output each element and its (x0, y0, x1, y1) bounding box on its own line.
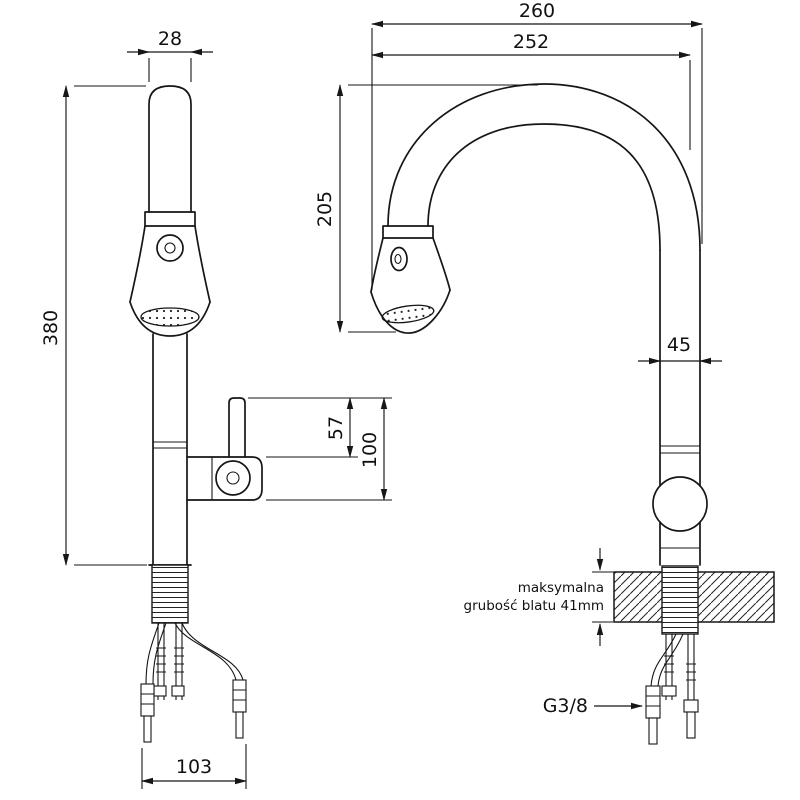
supply-hose-right (174, 622, 244, 681)
stud-tip-side (686, 711, 696, 739)
hose-tip-side (648, 717, 658, 745)
threaded-shank-hatch (152, 565, 188, 623)
dim-label-380: 380 (40, 310, 62, 346)
thread-size-label: G3/8 (543, 695, 588, 717)
dim-spout-height: 205 (314, 84, 538, 333)
stud-nut-side (661, 685, 677, 697)
connector-ribs (233, 689, 246, 701)
spray-head-cone (129, 225, 211, 303)
extension-lines (74, 85, 147, 566)
dim-handle-length: 57 (248, 397, 392, 458)
countertop-note-line1: maksymalna (518, 580, 604, 596)
dim-label-103: 103 (176, 756, 212, 778)
threaded-shank-side-hatch (662, 566, 698, 634)
handle-joint-circle-side (652, 476, 708, 532)
spray-head-collar-side (382, 225, 434, 239)
mounting-studs (157, 623, 183, 700)
dim-spout-width: 28 (127, 28, 213, 82)
body-column (148, 333, 192, 566)
riser-joint-lines (660, 445, 700, 549)
dim-spout-reach: 252 (371, 31, 691, 150)
extension-lines (248, 397, 392, 458)
mounting-hardware-side (645, 633, 699, 745)
dim-label-57: 57 (325, 416, 347, 440)
hose-tip (143, 715, 152, 743)
spray-head-bottom-side (370, 289, 451, 334)
spout-pipe (148, 85, 192, 213)
dim-total-height: 380 (40, 85, 147, 566)
spray-head-collar (144, 211, 196, 227)
connector-ribs-side (646, 695, 660, 707)
connector-ribs (141, 693, 154, 705)
side-view: 260 252 205 (314, 0, 775, 745)
slab-extension-ticks (592, 571, 613, 623)
extension-lines (348, 84, 538, 333)
dim-base-width: 103 (141, 744, 247, 789)
faucet-side-outline (370, 83, 708, 566)
spout-arc-outer (387, 83, 701, 251)
dim-total-depth: 260 (371, 0, 703, 290)
dim-handle-assembly-height: 100 (266, 397, 392, 501)
countertop-note-line2: grubość blatu 41mm (464, 598, 604, 614)
spout-arc-inner (427, 123, 661, 251)
dim-label-100: 100 (359, 432, 381, 468)
dim-label-252: 252 (513, 31, 549, 53)
spray-button (156, 234, 184, 262)
aerator-face-side (381, 304, 435, 324)
aerator-face (140, 307, 200, 327)
countertop: maksymalna grubość blatu 41mm (464, 548, 775, 646)
thread-size-callout: G3/8 (543, 695, 643, 717)
mounting-studs-side (665, 634, 695, 714)
handle-joint-circle (215, 460, 251, 496)
stud-nut (153, 685, 167, 697)
spray-button-center (164, 242, 176, 254)
extension-lines (371, 28, 703, 290)
hose-connector-side (645, 685, 661, 719)
front-view: 28 380 57 (40, 28, 392, 789)
stud-thread-ticks-side (664, 655, 696, 681)
spray-head-cone-side (370, 237, 451, 293)
body-joint-lines (153, 441, 187, 449)
spray-button-side (390, 246, 408, 272)
hose-connector (140, 683, 155, 717)
dim-label-28: 28 (158, 28, 182, 50)
supply-hose-side (650, 633, 684, 687)
handle-joint-center (226, 471, 240, 485)
stud-nut (171, 685, 185, 697)
dim-label-260: 260 (519, 0, 555, 22)
dim-label-205: 205 (314, 191, 336, 227)
mounting-hardware-front (140, 564, 247, 743)
extension-lines (148, 58, 192, 82)
stud-nut-side (683, 699, 699, 713)
hose-connector (232, 679, 247, 713)
handle-mount (186, 456, 263, 501)
supply-hose-left (145, 622, 167, 685)
hose-tip (235, 711, 244, 739)
dim-label-45: 45 (667, 334, 691, 356)
dim-body-width: 45 (638, 334, 722, 365)
handle-lever (228, 397, 246, 458)
spray-head-bottom (129, 301, 211, 337)
spray-button-center-side (394, 253, 402, 265)
faucet-front-outline (129, 85, 263, 566)
stud-thread-ticks (156, 647, 184, 673)
